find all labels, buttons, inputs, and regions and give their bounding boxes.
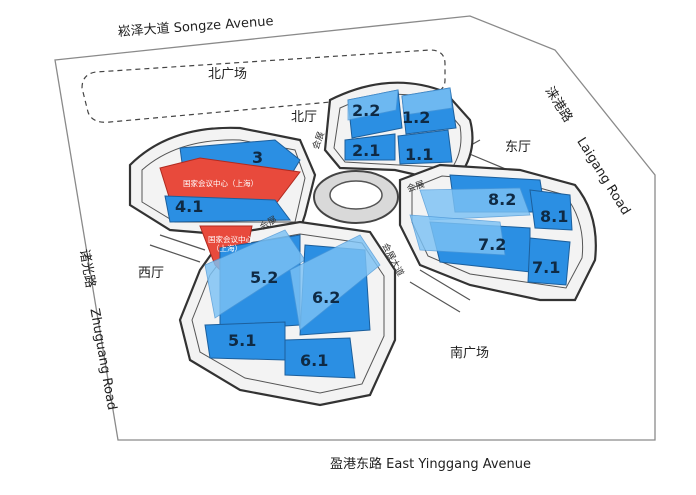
ncc-small-label-2: （上海） — [212, 243, 242, 253]
road-west-cn: 诸光路 — [76, 248, 99, 289]
hall-8-1[interactable] — [529, 189, 573, 231]
hall-label-3: 3 — [252, 148, 263, 167]
hall-label-7-2: 7.2 — [478, 235, 506, 254]
west-hall-label: 西厅 — [138, 266, 164, 281]
hall-label-2-1: 2.1 — [352, 141, 380, 160]
hall-label-8-1: 8.1 — [540, 207, 568, 226]
hall-label-1-1: 1.1 — [405, 145, 433, 164]
hall-5-2[interactable] — [204, 229, 306, 331]
road-east-cn: 涞港路 — [542, 84, 576, 126]
east-hall-label: 东厅 — [505, 140, 531, 155]
road-west: 诸光路 Zhuguang Road — [76, 248, 119, 411]
north-hall-label: 北厅 — [291, 110, 317, 125]
central-ring-hole — [329, 180, 383, 210]
north-plaza-area — [81, 49, 446, 123]
hall-1-1[interactable] — [397, 129, 453, 165]
ncc-small-label-1: 国家会议中心 — [208, 234, 253, 244]
hall-7-2[interactable] — [409, 214, 531, 273]
hall-label-1-2: 1.2 — [402, 108, 430, 127]
hall-label-7-1: 7.1 — [532, 258, 560, 277]
ncc-main-building[interactable] — [159, 157, 301, 206]
hall-label-2-2: 2.2 — [352, 101, 380, 120]
hall-1-2[interactable] — [401, 87, 457, 135]
south-plaza-label: 南广场 — [450, 345, 489, 361]
hall-6-2[interactable] — [289, 234, 381, 336]
hall-2-2[interactable] — [347, 89, 403, 139]
hall-label-4-1: 4.1 — [175, 197, 203, 216]
hall-4-1[interactable] — [164, 195, 291, 223]
road-north: 崧泽大道 Songze Avenue — [117, 14, 274, 40]
hall-6-1[interactable] — [284, 337, 356, 379]
hall-label-6-1: 6.1 — [300, 351, 328, 370]
petal-west-inner — [141, 139, 306, 223]
site-boundary — [54, 15, 656, 441]
north-plaza-label: 北广场 — [208, 67, 247, 82]
hall-7-1[interactable] — [527, 237, 571, 286]
road-south: 盈港东路 East Yinggang Avenue — [330, 456, 531, 472]
road-west-en: Zhuguang Road — [86, 307, 119, 411]
hall-2-1[interactable] — [344, 133, 396, 161]
hall-label-8-2: 8.2 — [488, 190, 516, 209]
ncc-main-label: 国家会议中心（上海） — [183, 178, 258, 188]
hall-label-6-2: 6.2 — [312, 288, 340, 307]
hall-label-5-2: 5.2 — [250, 268, 278, 287]
hall-label-5-1: 5.1 — [228, 331, 256, 350]
hall-8-2[interactable] — [419, 174, 546, 221]
